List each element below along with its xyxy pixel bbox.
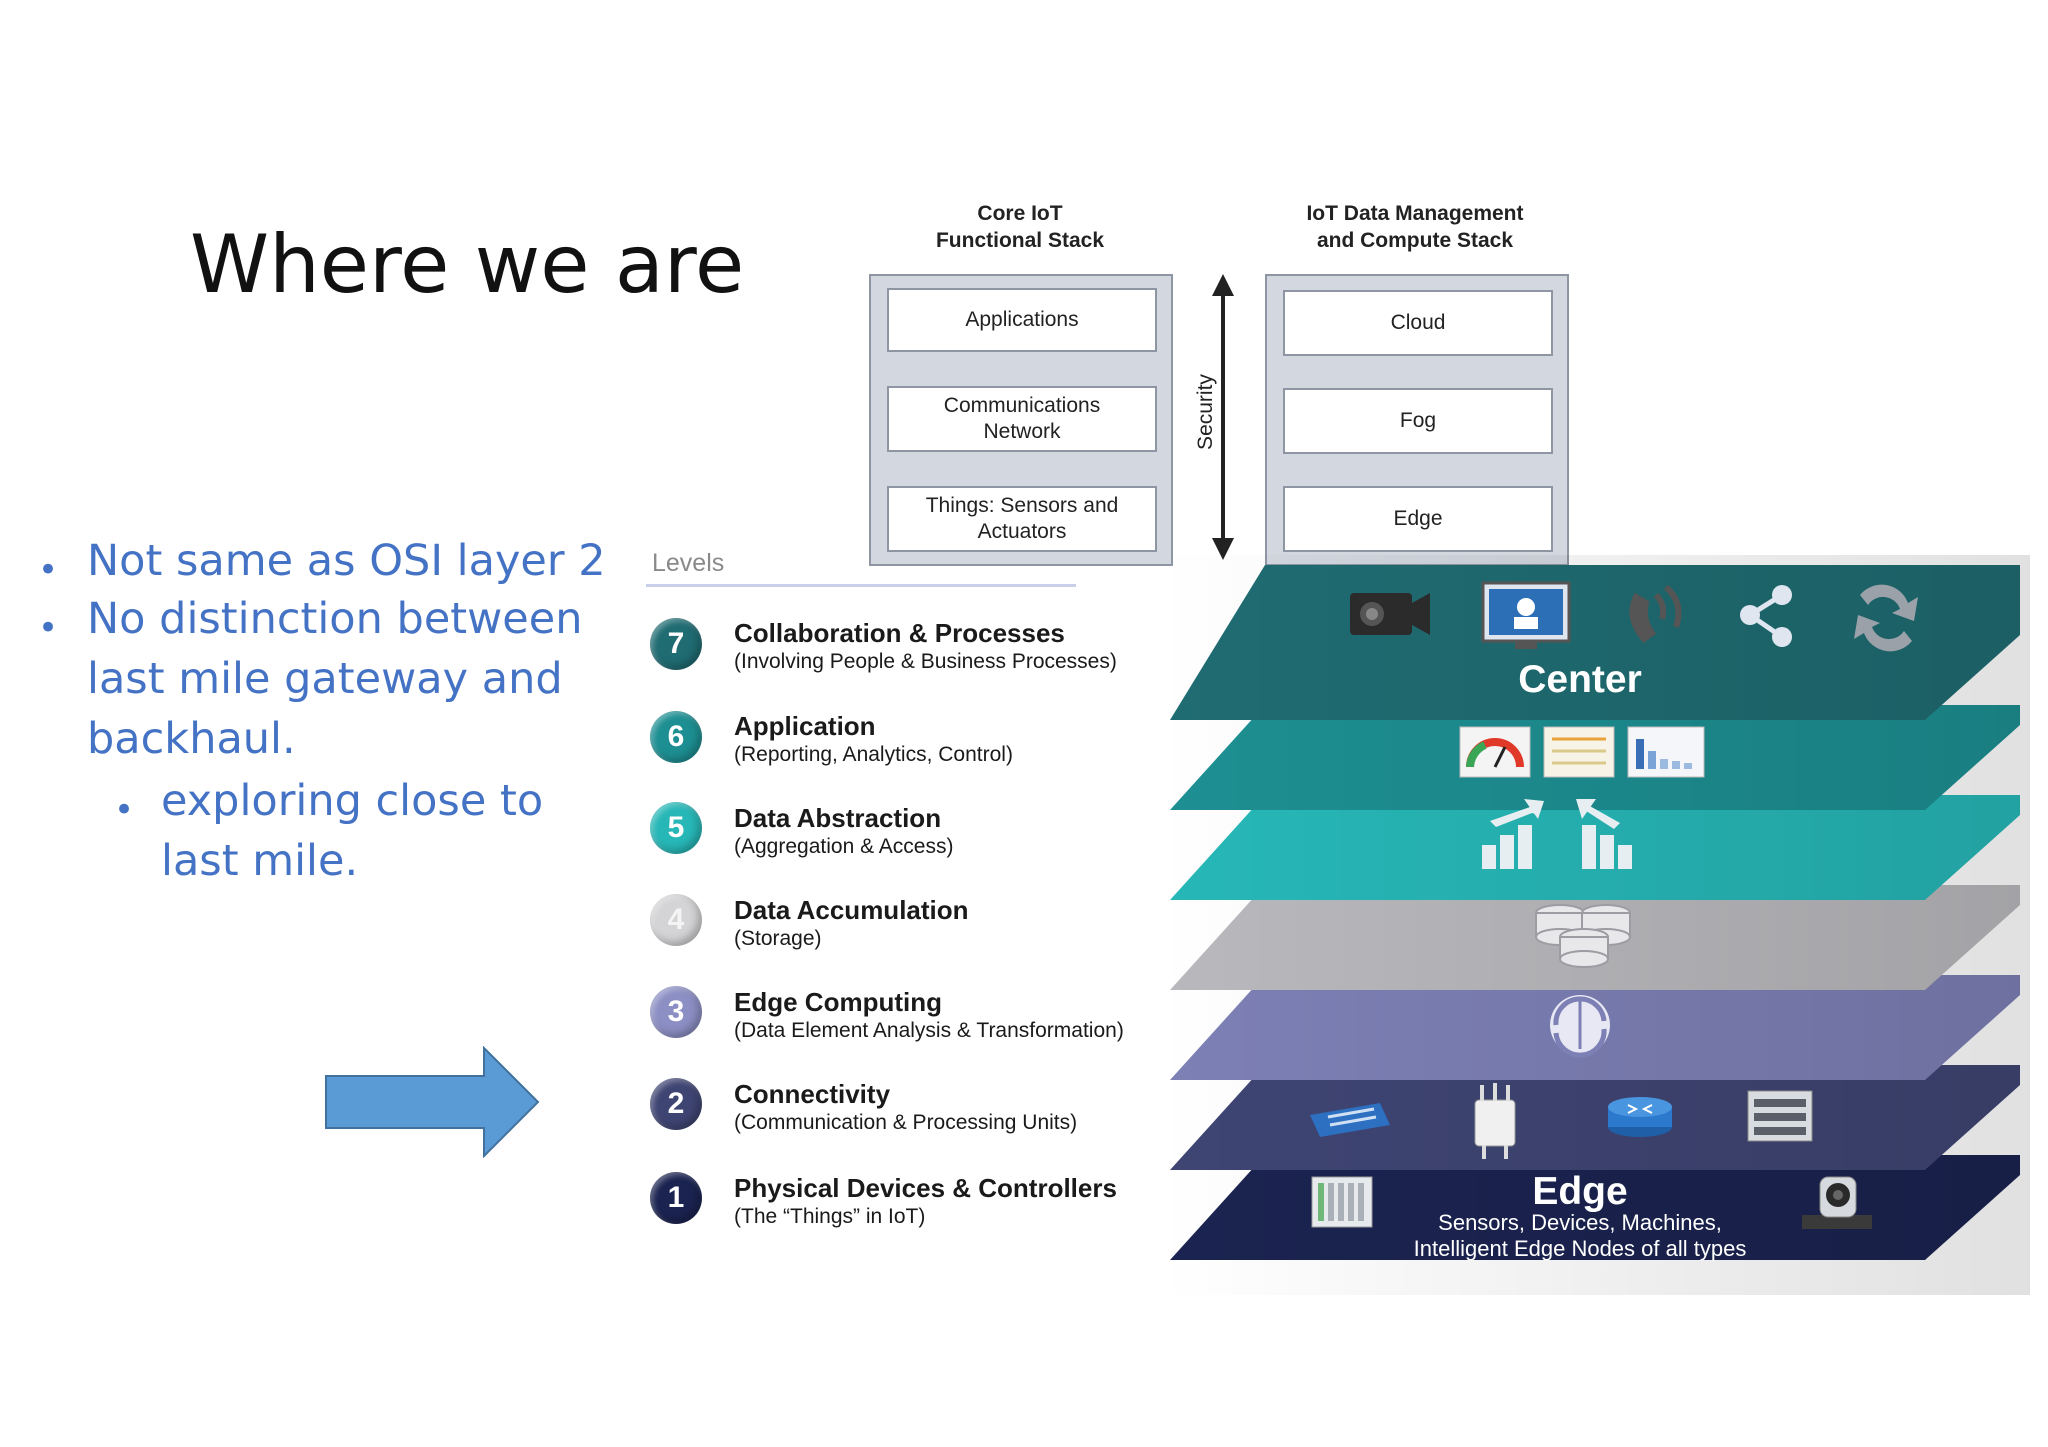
level-7-subtitle: (Involving People & Business Processes) xyxy=(734,650,1117,673)
data-upload-icon xyxy=(1482,799,1544,869)
video-camera-icon xyxy=(1350,593,1430,635)
controller-icon xyxy=(1311,1176,1373,1228)
data-layer-fog: Fog xyxy=(1283,388,1553,454)
core-layer-comm-line1: Communications xyxy=(943,394,1101,417)
bullet-dot-icon: • xyxy=(38,550,59,590)
switch-icon xyxy=(1310,1103,1390,1137)
level-4-title: Data Accumulation xyxy=(734,895,969,925)
processing-globe-icon xyxy=(1550,995,1610,1058)
edge-layer-sublabel-line2: Intelligent Edge Nodes of all types xyxy=(1414,1236,1747,1261)
level-3-badge: 3 xyxy=(650,986,702,1038)
level-3-subtitle: (Data Element Analysis & Transformation) xyxy=(734,1019,1124,1042)
core-layer-comm-line2: Network xyxy=(983,420,1061,443)
data-layer-edge: Edge xyxy=(1283,486,1553,552)
level-6-subtitle: (Reporting, Analytics, Control) xyxy=(734,743,1013,766)
level-2-badge: 2 xyxy=(650,1078,702,1130)
access-point-icon xyxy=(1474,1083,1516,1159)
right-arrow-icon xyxy=(325,1046,540,1158)
center-layer-label: Center xyxy=(1518,658,1642,701)
bullet-item-2-line3: backhaul. xyxy=(87,714,296,764)
phone-icon xyxy=(1629,584,1682,644)
level-4-subtitle: (Storage) xyxy=(734,927,822,950)
database-icon xyxy=(1535,904,1631,968)
router-icon xyxy=(1608,1097,1672,1137)
data-layer-cloud: Cloud xyxy=(1283,290,1553,356)
data-stack-heading: IoT Data Management and Compute Stack xyxy=(1265,200,1565,254)
bullet-item-2: No distinction between last mile gateway… xyxy=(87,589,582,769)
core-layer-communications-network: Communications Network xyxy=(887,386,1157,452)
report-icon xyxy=(1543,726,1615,778)
level-1-badge: 1 xyxy=(650,1172,702,1224)
core-stack-panel: Applications Communications Network Thin… xyxy=(869,274,1173,566)
gauge-dashboard-icon xyxy=(1459,726,1531,778)
sub-bullet-item-1-line2: last mile. xyxy=(161,836,359,886)
data-stack-heading-line2: and Compute Stack xyxy=(1316,229,1514,252)
core-layer-things-line2: Actuators xyxy=(977,520,1067,543)
level-7-badge: 7 xyxy=(650,618,702,670)
data-aggregate-icon xyxy=(1576,799,1632,869)
bullet-item-2-line1: No distinction between xyxy=(87,594,583,644)
iot-layer-stack-graphic: Center xyxy=(1160,555,2030,1295)
core-layer-things-line1: Things: Sensors and xyxy=(925,494,1119,517)
sub-bullet-item-1-line1: exploring close to xyxy=(161,776,544,826)
slide-title: Where we are xyxy=(190,218,745,311)
level-1-title: Physical Devices & Controllers xyxy=(734,1173,1117,1203)
bullet-item-2-line2: last mile gateway and xyxy=(87,654,563,704)
sub-bullet-item-1: exploring close to last mile. xyxy=(161,771,543,891)
core-stack-heading-line2: Functional Stack xyxy=(935,229,1105,252)
bar-chart-icon xyxy=(1627,726,1705,778)
server-icon xyxy=(1747,1090,1813,1142)
core-stack-heading: Core IoT Functional Stack xyxy=(870,200,1170,254)
bullet-dot-icon: • xyxy=(38,608,59,648)
share-icon xyxy=(1740,585,1792,647)
edge-layer-label: Edge xyxy=(1532,1170,1627,1213)
camera-icon xyxy=(1802,1176,1872,1229)
bullet-item-1: Not same as OSI layer 2 xyxy=(87,536,606,586)
levels-list: 7 Collaboration & Processes (Involving P… xyxy=(650,618,1124,1228)
level-2-title: Connectivity xyxy=(734,1079,891,1109)
level-3-title: Edge Computing xyxy=(734,987,942,1017)
level-4-badge: 4 xyxy=(650,894,702,946)
level-2-subtitle: (Communication & Processing Units) xyxy=(734,1111,1078,1134)
core-layer-applications: Applications xyxy=(887,288,1157,352)
collaboration-monitor-icon xyxy=(1481,581,1571,649)
levels-heading: Levels xyxy=(652,549,725,577)
core-stack-heading-line1: Core IoT xyxy=(977,202,1063,225)
sync-icon xyxy=(1854,584,1918,652)
security-double-arrow-icon xyxy=(1212,274,1234,560)
levels-divider xyxy=(646,584,1076,587)
level-5-title: Data Abstraction xyxy=(734,803,942,833)
level-6-badge: 6 xyxy=(650,711,702,763)
level-5-subtitle: (Aggregation & Access) xyxy=(734,835,954,858)
level-1-subtitle: (The “Things” in IoT) xyxy=(734,1205,926,1228)
level-6-title: Application xyxy=(734,711,876,741)
level-5-badge: 5 xyxy=(650,802,702,854)
data-stack-heading-line1: IoT Data Management xyxy=(1306,202,1524,225)
security-label: Security xyxy=(1194,374,1217,450)
sub-bullet-dot-icon: • xyxy=(114,790,135,830)
core-layer-things: Things: Sensors and Actuators xyxy=(887,486,1157,552)
edge-layer-sublabel-line1: Sensors, Devices, Machines, xyxy=(1438,1210,1722,1235)
level-7-title: Collaboration & Processes xyxy=(734,618,1065,648)
data-stack-panel: Cloud Fog Edge xyxy=(1265,274,1569,566)
bullet-list: • Not same as OSI layer 2 • No distincti… xyxy=(0,0,606,900)
